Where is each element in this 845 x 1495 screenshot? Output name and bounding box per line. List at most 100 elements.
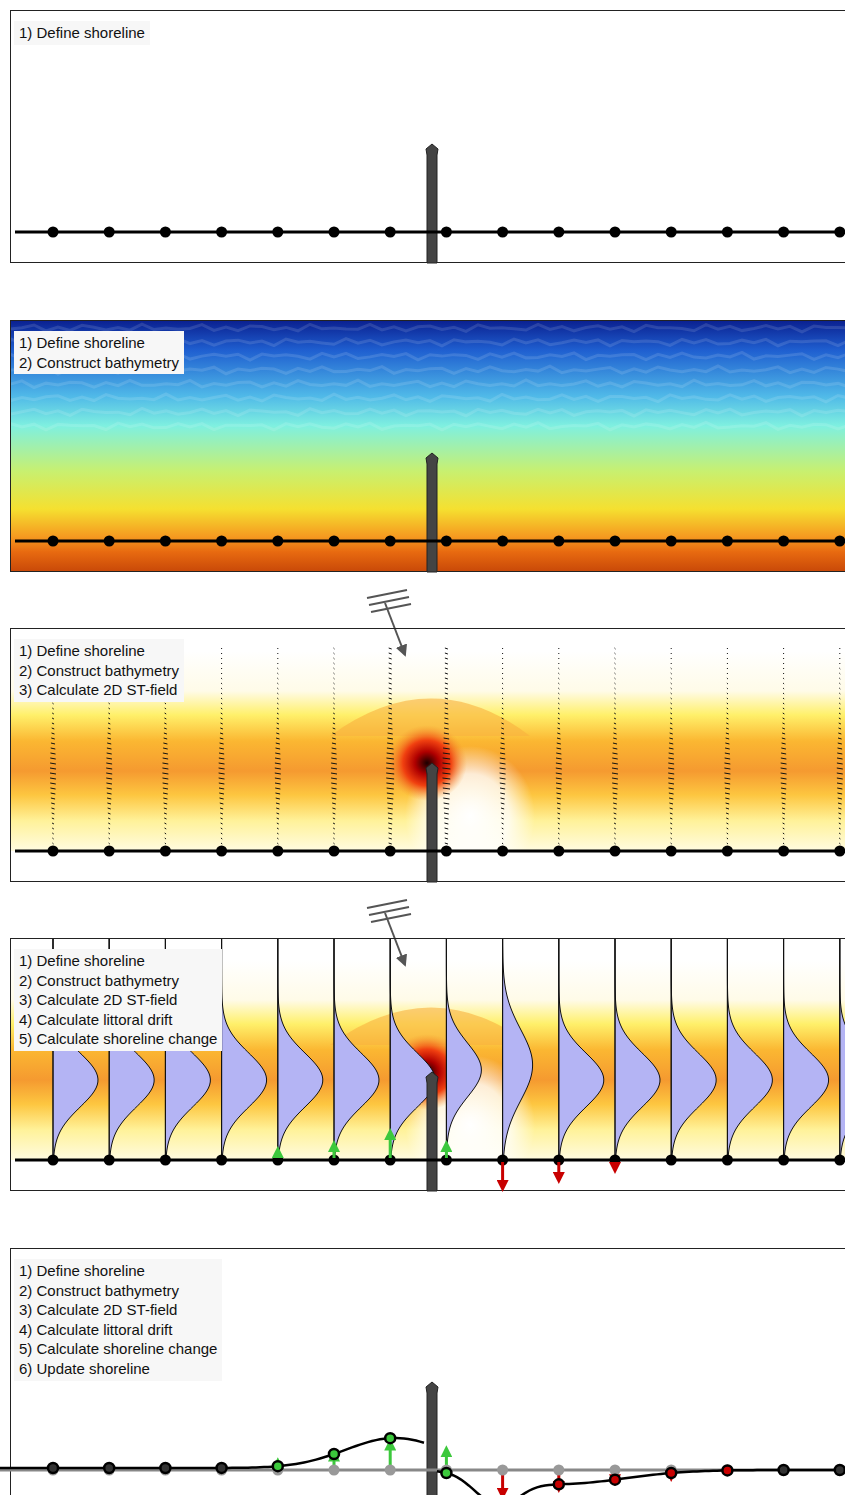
- transport-vector: [389, 693, 392, 694]
- transport-vector: [386, 783, 394, 784]
- panel-frame: [11, 629, 845, 882]
- transport-vector: [444, 728, 449, 729]
- transport-vector: [726, 803, 730, 804]
- transport-vector: [501, 728, 504, 729]
- old-node: [385, 1465, 396, 1476]
- transport-vector: [668, 768, 674, 769]
- step-label: 1) Define shoreline: [19, 951, 217, 971]
- stroke: [277, 938, 278, 1160]
- transport-vector: [614, 813, 617, 814]
- transport-vector: [501, 738, 505, 739]
- transport-vector: [277, 658, 278, 659]
- shoreline-node: [160, 1155, 171, 1166]
- transport-vector: [500, 773, 506, 774]
- transport-vector: [727, 668, 728, 669]
- transport-vector: [387, 743, 393, 744]
- transport-vector: [782, 808, 785, 809]
- transport-vector: [671, 673, 672, 674]
- shoreline-node: [666, 1155, 677, 1166]
- transport-vector: [275, 773, 281, 774]
- transport-vector: [783, 683, 784, 684]
- transport-vector: [277, 708, 278, 709]
- transport-vector: [727, 663, 728, 664]
- transport-vector: [839, 698, 840, 699]
- wave-crest: [367, 900, 407, 908]
- transport-vector: [164, 808, 167, 809]
- transport-vector: [783, 708, 784, 709]
- transport-vector: [275, 788, 280, 789]
- drift-profile: [278, 938, 323, 1160]
- drift-profile: [222, 938, 267, 1160]
- transport-vector: [613, 733, 616, 734]
- transport-vector: [388, 823, 392, 824]
- transport-vector: [614, 668, 615, 669]
- transport-vector: [333, 818, 335, 819]
- transport-vector: [669, 798, 673, 799]
- new-node: [48, 1463, 58, 1473]
- transport-vector: [501, 808, 504, 809]
- transport-vector: [219, 768, 225, 769]
- transport-vector: [668, 773, 674, 774]
- transport-vector: [331, 783, 337, 784]
- transport-vector: [671, 683, 672, 684]
- transport-vector: [445, 653, 448, 654]
- transport-vector: [614, 703, 615, 704]
- transport-vector: [220, 728, 223, 729]
- shoreline-node: [666, 536, 677, 547]
- transport-vector: [727, 658, 728, 659]
- panel-frame: [11, 11, 845, 263]
- transport-vector: [613, 798, 617, 799]
- transport-vector: [838, 798, 842, 799]
- shoreline-node: [722, 1155, 733, 1166]
- transport-vector: [163, 788, 168, 789]
- transport-vector: [389, 838, 392, 839]
- transport-vector: [276, 798, 280, 799]
- shoreline-node: [778, 227, 789, 238]
- transport-vector: [726, 738, 730, 739]
- groyne: [426, 1382, 438, 1495]
- transport-vector: [781, 763, 787, 764]
- transport-vector: [221, 828, 223, 829]
- transport-vector: [782, 733, 785, 734]
- transport-vector: [668, 783, 674, 784]
- transport-vector: [219, 748, 224, 749]
- transport-vector: [221, 843, 222, 844]
- transport-vector: [52, 713, 54, 714]
- transport-vector: [500, 763, 506, 764]
- transport-vector: [219, 793, 224, 794]
- transport-vector: [612, 788, 617, 789]
- new-node: [104, 1463, 114, 1473]
- transport-vector: [388, 718, 392, 719]
- transport-vector: [333, 708, 334, 709]
- transport-vector: [669, 803, 673, 804]
- transport-vector: [164, 733, 167, 734]
- drift-profile: [671, 938, 716, 1160]
- shoreline-node: [48, 536, 59, 547]
- shoreline-node: [497, 227, 508, 238]
- transport-vector: [558, 838, 559, 839]
- transport-vector: [558, 833, 559, 834]
- transport-vector: [839, 658, 840, 659]
- transport-vector: [614, 698, 615, 699]
- transport-vector: [277, 648, 278, 649]
- transport-vector: [332, 743, 336, 744]
- transport-vector: [386, 763, 394, 764]
- shoreline-node: [48, 227, 59, 238]
- transport-vector: [162, 773, 168, 774]
- transport-vector: [443, 798, 449, 799]
- transport-vector: [724, 763, 730, 764]
- transport-vector: [108, 828, 110, 829]
- transport-vector: [782, 818, 784, 819]
- transport-vector: [333, 703, 334, 704]
- transport-vector: [276, 803, 280, 804]
- step-label: 4) Calculate littoral drift: [19, 1010, 217, 1030]
- transport-vector: [839, 703, 840, 704]
- drift-profile: [727, 938, 772, 1160]
- shoreline-node: [722, 846, 733, 857]
- transport-vector: [108, 808, 111, 809]
- transport-vector: [614, 693, 615, 694]
- transport-vector: [558, 648, 559, 649]
- transport-vector: [52, 703, 53, 704]
- transport-vector: [221, 833, 222, 834]
- transport-vector: [388, 833, 391, 834]
